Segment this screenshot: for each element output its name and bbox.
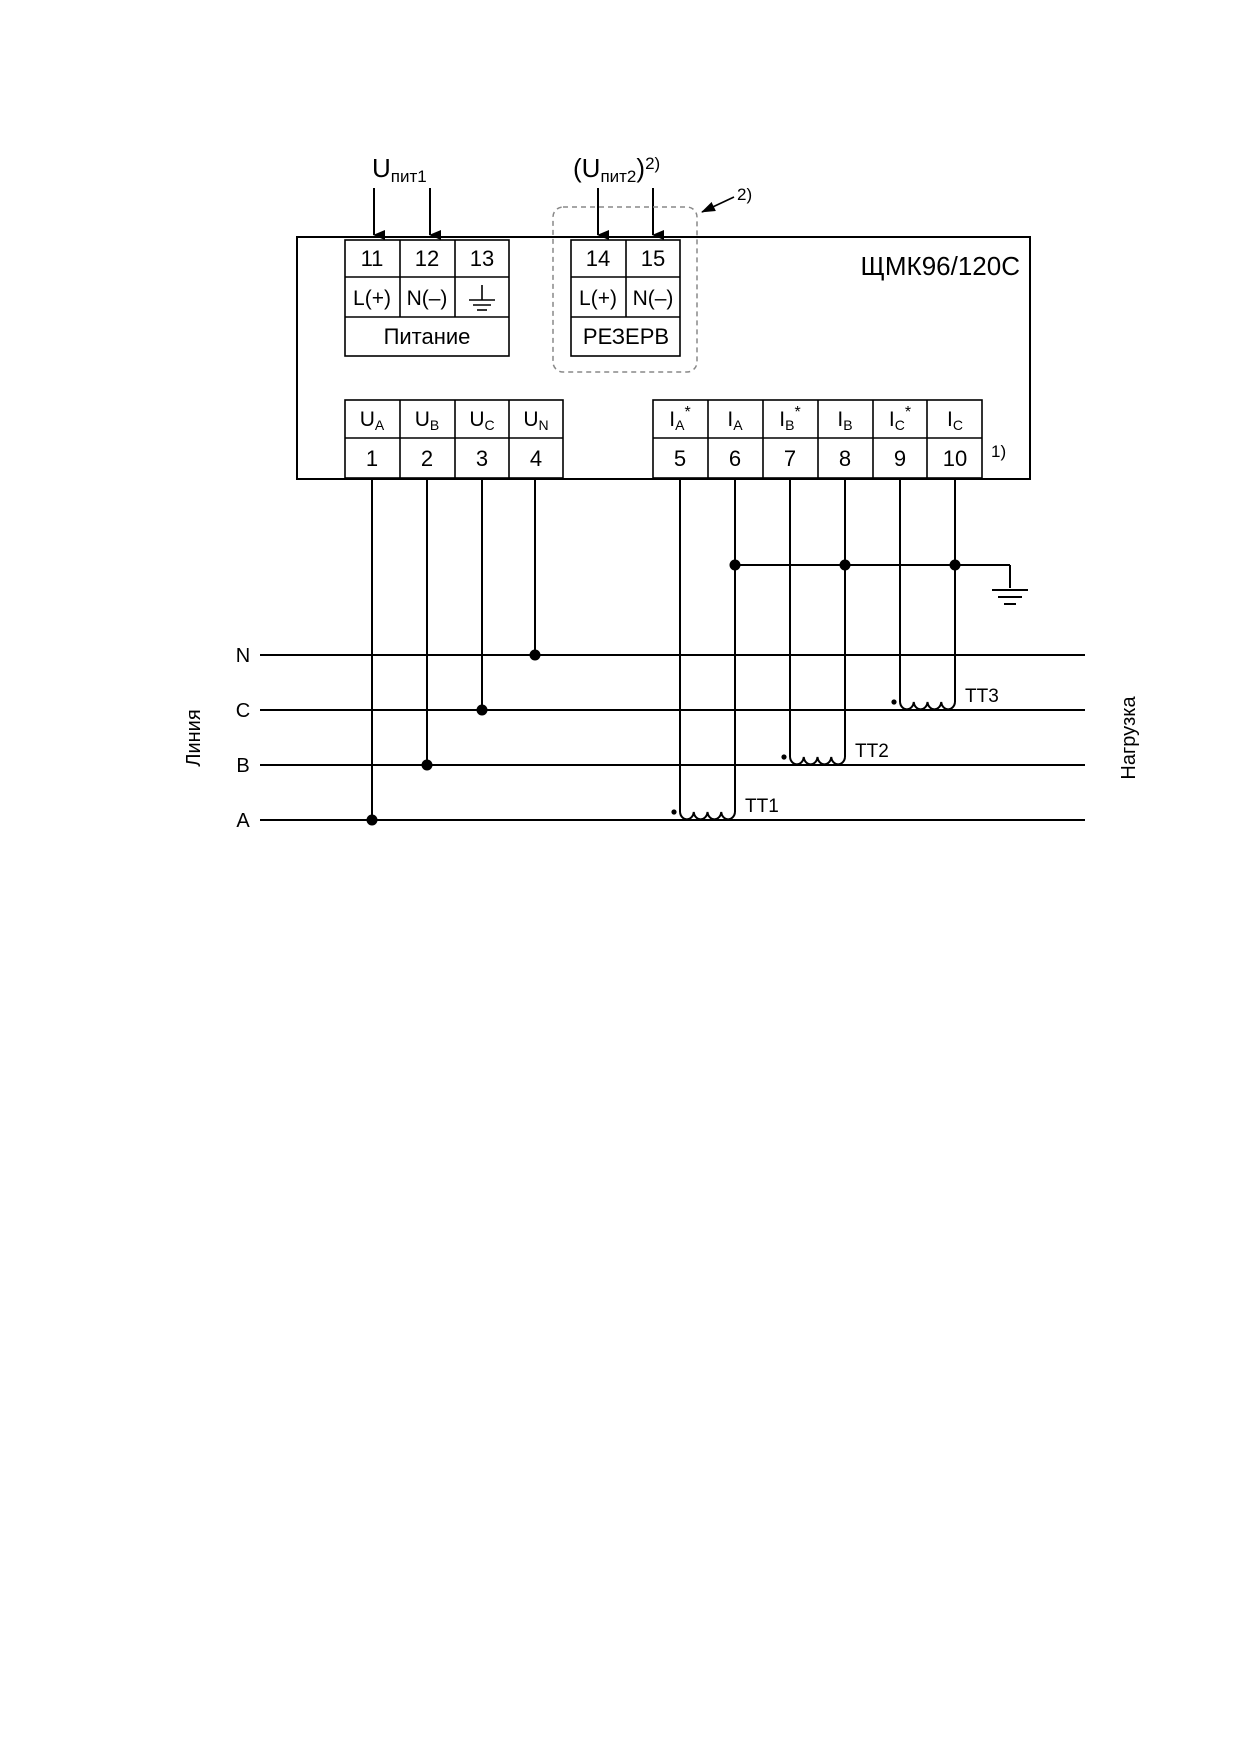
current-terminal-label: IB* [779, 404, 800, 433]
ground-icon [469, 285, 495, 311]
reserve-dashed-frame [552, 206, 698, 373]
reserve-note-marker: 2) [737, 185, 752, 204]
ct1-coil: ТТ1 [671, 796, 779, 821]
supply1-block: Uпит1 11 12 13 L(+) N(–) Питание [344, 153, 510, 357]
junction-dot [366, 814, 378, 826]
voltage-wiring [366, 478, 541, 826]
ct3-label: ТТ3 [965, 686, 999, 707]
current-terminal-label: IA* [669, 404, 690, 433]
voltage-terminal-number: 3 [476, 446, 488, 471]
polarity-dot [671, 809, 677, 815]
terminal-11-function: L(+) [353, 287, 391, 310]
junction-dot [839, 559, 851, 571]
current-terminal-number: 7 [784, 446, 796, 471]
terminal-13-number: 13 [470, 246, 494, 271]
current-terminal-number: 10 [943, 446, 967, 471]
polarity-dot [891, 699, 897, 705]
device-title: ЩМК96/120С [861, 251, 1020, 281]
ground-icon [992, 565, 1028, 605]
line-a-label: A [236, 810, 250, 832]
supply1-group-label: Питание [384, 324, 471, 349]
terminal-12-number: 12 [415, 246, 439, 271]
current-terminal-label: IA [727, 408, 743, 433]
ct2-label: ТТ2 [855, 741, 889, 762]
voltage-terminal-number: 1 [366, 446, 378, 471]
voltage-terminal-number: 4 [530, 446, 542, 471]
line-n-label: N [236, 645, 250, 667]
voltage-terminal-label: UB [415, 408, 440, 433]
current-terminal-block: IA* 5 IA 6 IB* 7 IB 8 IC* 9 IC 10 1) [652, 399, 1006, 479]
junction-dot [729, 559, 741, 571]
current-wiring: ТТ1 ТТ2 ТТ3 [671, 478, 1028, 821]
polarity-dot [781, 754, 787, 760]
current-terminal-label: IC* [889, 404, 911, 433]
terminal-11-number: 11 [361, 246, 384, 271]
voltage-terminal-label: UN [523, 408, 548, 433]
voltage-terminal-block: UA 1 UB 2 UC 3 UN 4 [344, 399, 564, 479]
supply2-label: (Uпит2)2) [573, 153, 660, 186]
terminal-14-function: L(+) [579, 287, 617, 310]
current-terminal-number: 6 [729, 446, 741, 471]
junction-dot [949, 559, 961, 571]
current-terminal-number: 5 [674, 446, 686, 471]
line-b-label: B [236, 755, 249, 777]
junction-dot [421, 759, 433, 771]
current-terminal-label: IB [837, 408, 852, 433]
ct2-coil: ТТ2 [781, 741, 889, 766]
voltage-terminal-label: UC [469, 408, 494, 433]
terminal-15-number: 15 [641, 246, 665, 271]
voltage-terminal-label: UA [360, 408, 385, 433]
current-terminal-number: 9 [894, 446, 906, 471]
current-terminal-label: IC [947, 408, 963, 433]
current-terminal-number: 8 [839, 446, 851, 471]
ct3-coil: ТТ3 [891, 686, 999, 711]
voltage-terminal-number: 2 [421, 446, 433, 471]
supply1-terminal-block [344, 239, 510, 357]
current-note-marker: 1) [991, 442, 1006, 461]
supply1-label: Uпит1 [372, 153, 427, 186]
line-bus: N C B A Линия Нагрузка [183, 645, 1140, 832]
line-side-label: Линия [183, 709, 205, 766]
terminal-12-function: N(–) [407, 287, 448, 310]
note-arrow [701, 196, 735, 213]
load-side-label: Нагрузка [1118, 696, 1140, 780]
ct1-label: ТТ1 [745, 796, 779, 817]
junction-dot [476, 704, 488, 716]
junction-dot [529, 649, 541, 661]
line-c-label: C [236, 700, 250, 722]
terminal-15-function: N(–) [633, 287, 674, 310]
terminal-14-number: 14 [586, 246, 610, 271]
supply2-block: (Uпит2)2) 14 15 L(+) N(–) РЕЗЕРВ 2) [552, 153, 752, 373]
supply2-group-label: РЕЗЕРВ [583, 324, 669, 349]
